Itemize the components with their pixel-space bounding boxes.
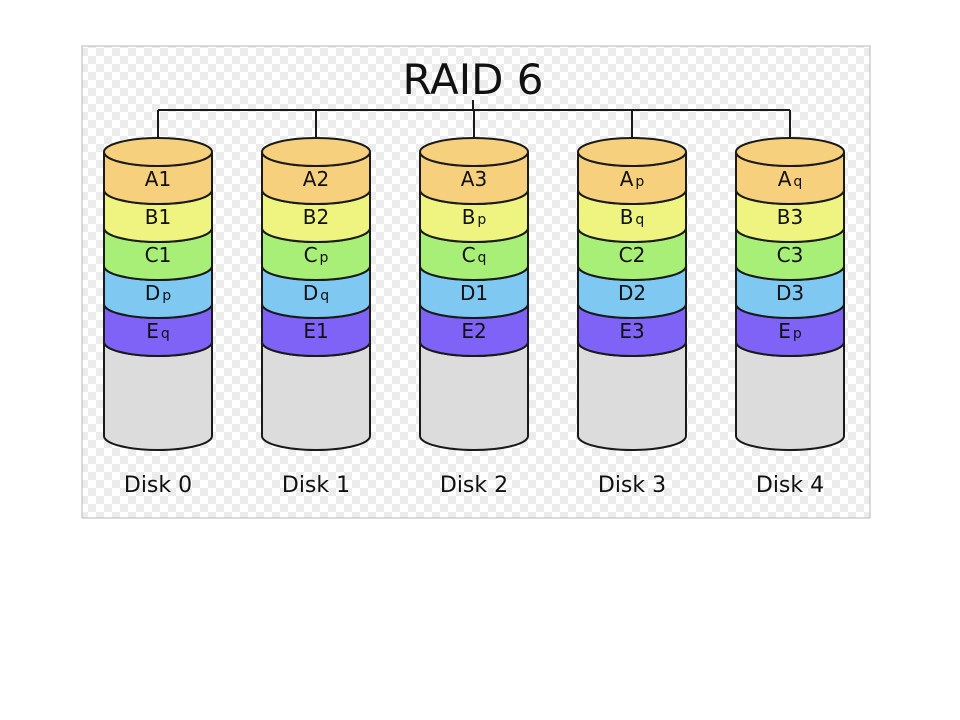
disk-4-top-cap — [735, 137, 845, 167]
disk-2-free-space — [419, 341, 529, 451]
block-label-2-0: A3 — [461, 167, 487, 191]
connector-bus — [157, 100, 791, 142]
block-label-2-3: D1 — [460, 281, 488, 305]
block-label-3-2: C2 — [619, 243, 646, 267]
disk-0-free-space — [103, 341, 213, 451]
block-label-4-3: D3 — [776, 281, 804, 305]
diagram-title: RAID 6 — [402, 55, 543, 104]
block-label-1-0: A2 — [303, 167, 329, 191]
block-label-0-1: B1 — [145, 205, 171, 229]
block-label-4-2: C3 — [777, 243, 804, 267]
block-label-2-4: E2 — [461, 319, 486, 343]
block-label-3-4: E3 — [619, 319, 644, 343]
disk-label-0: Disk 0 — [124, 473, 192, 498]
block-label-3-3: D2 — [618, 281, 646, 305]
disk-1-top-cap — [261, 137, 371, 167]
block-label-1-4: E1 — [303, 319, 328, 343]
block-label-1-1: B2 — [303, 205, 329, 229]
block-label-0-2: C1 — [145, 243, 172, 267]
disk-label-2: Disk 2 — [440, 473, 508, 498]
disk-label-3: Disk 3 — [598, 473, 666, 498]
disk-3-top-cap — [577, 137, 687, 167]
block-label-4-1: B3 — [777, 205, 803, 229]
disk-2-top-cap — [419, 137, 529, 167]
disk-label-1: Disk 1 — [282, 473, 350, 498]
disk-0-top-cap — [103, 137, 213, 167]
disk-1-free-space — [261, 341, 371, 451]
block-label-0-0: A1 — [145, 167, 171, 191]
disk-3-free-space — [577, 341, 687, 451]
disk-label-4: Disk 4 — [756, 473, 824, 498]
disk-4-free-space — [735, 341, 845, 451]
